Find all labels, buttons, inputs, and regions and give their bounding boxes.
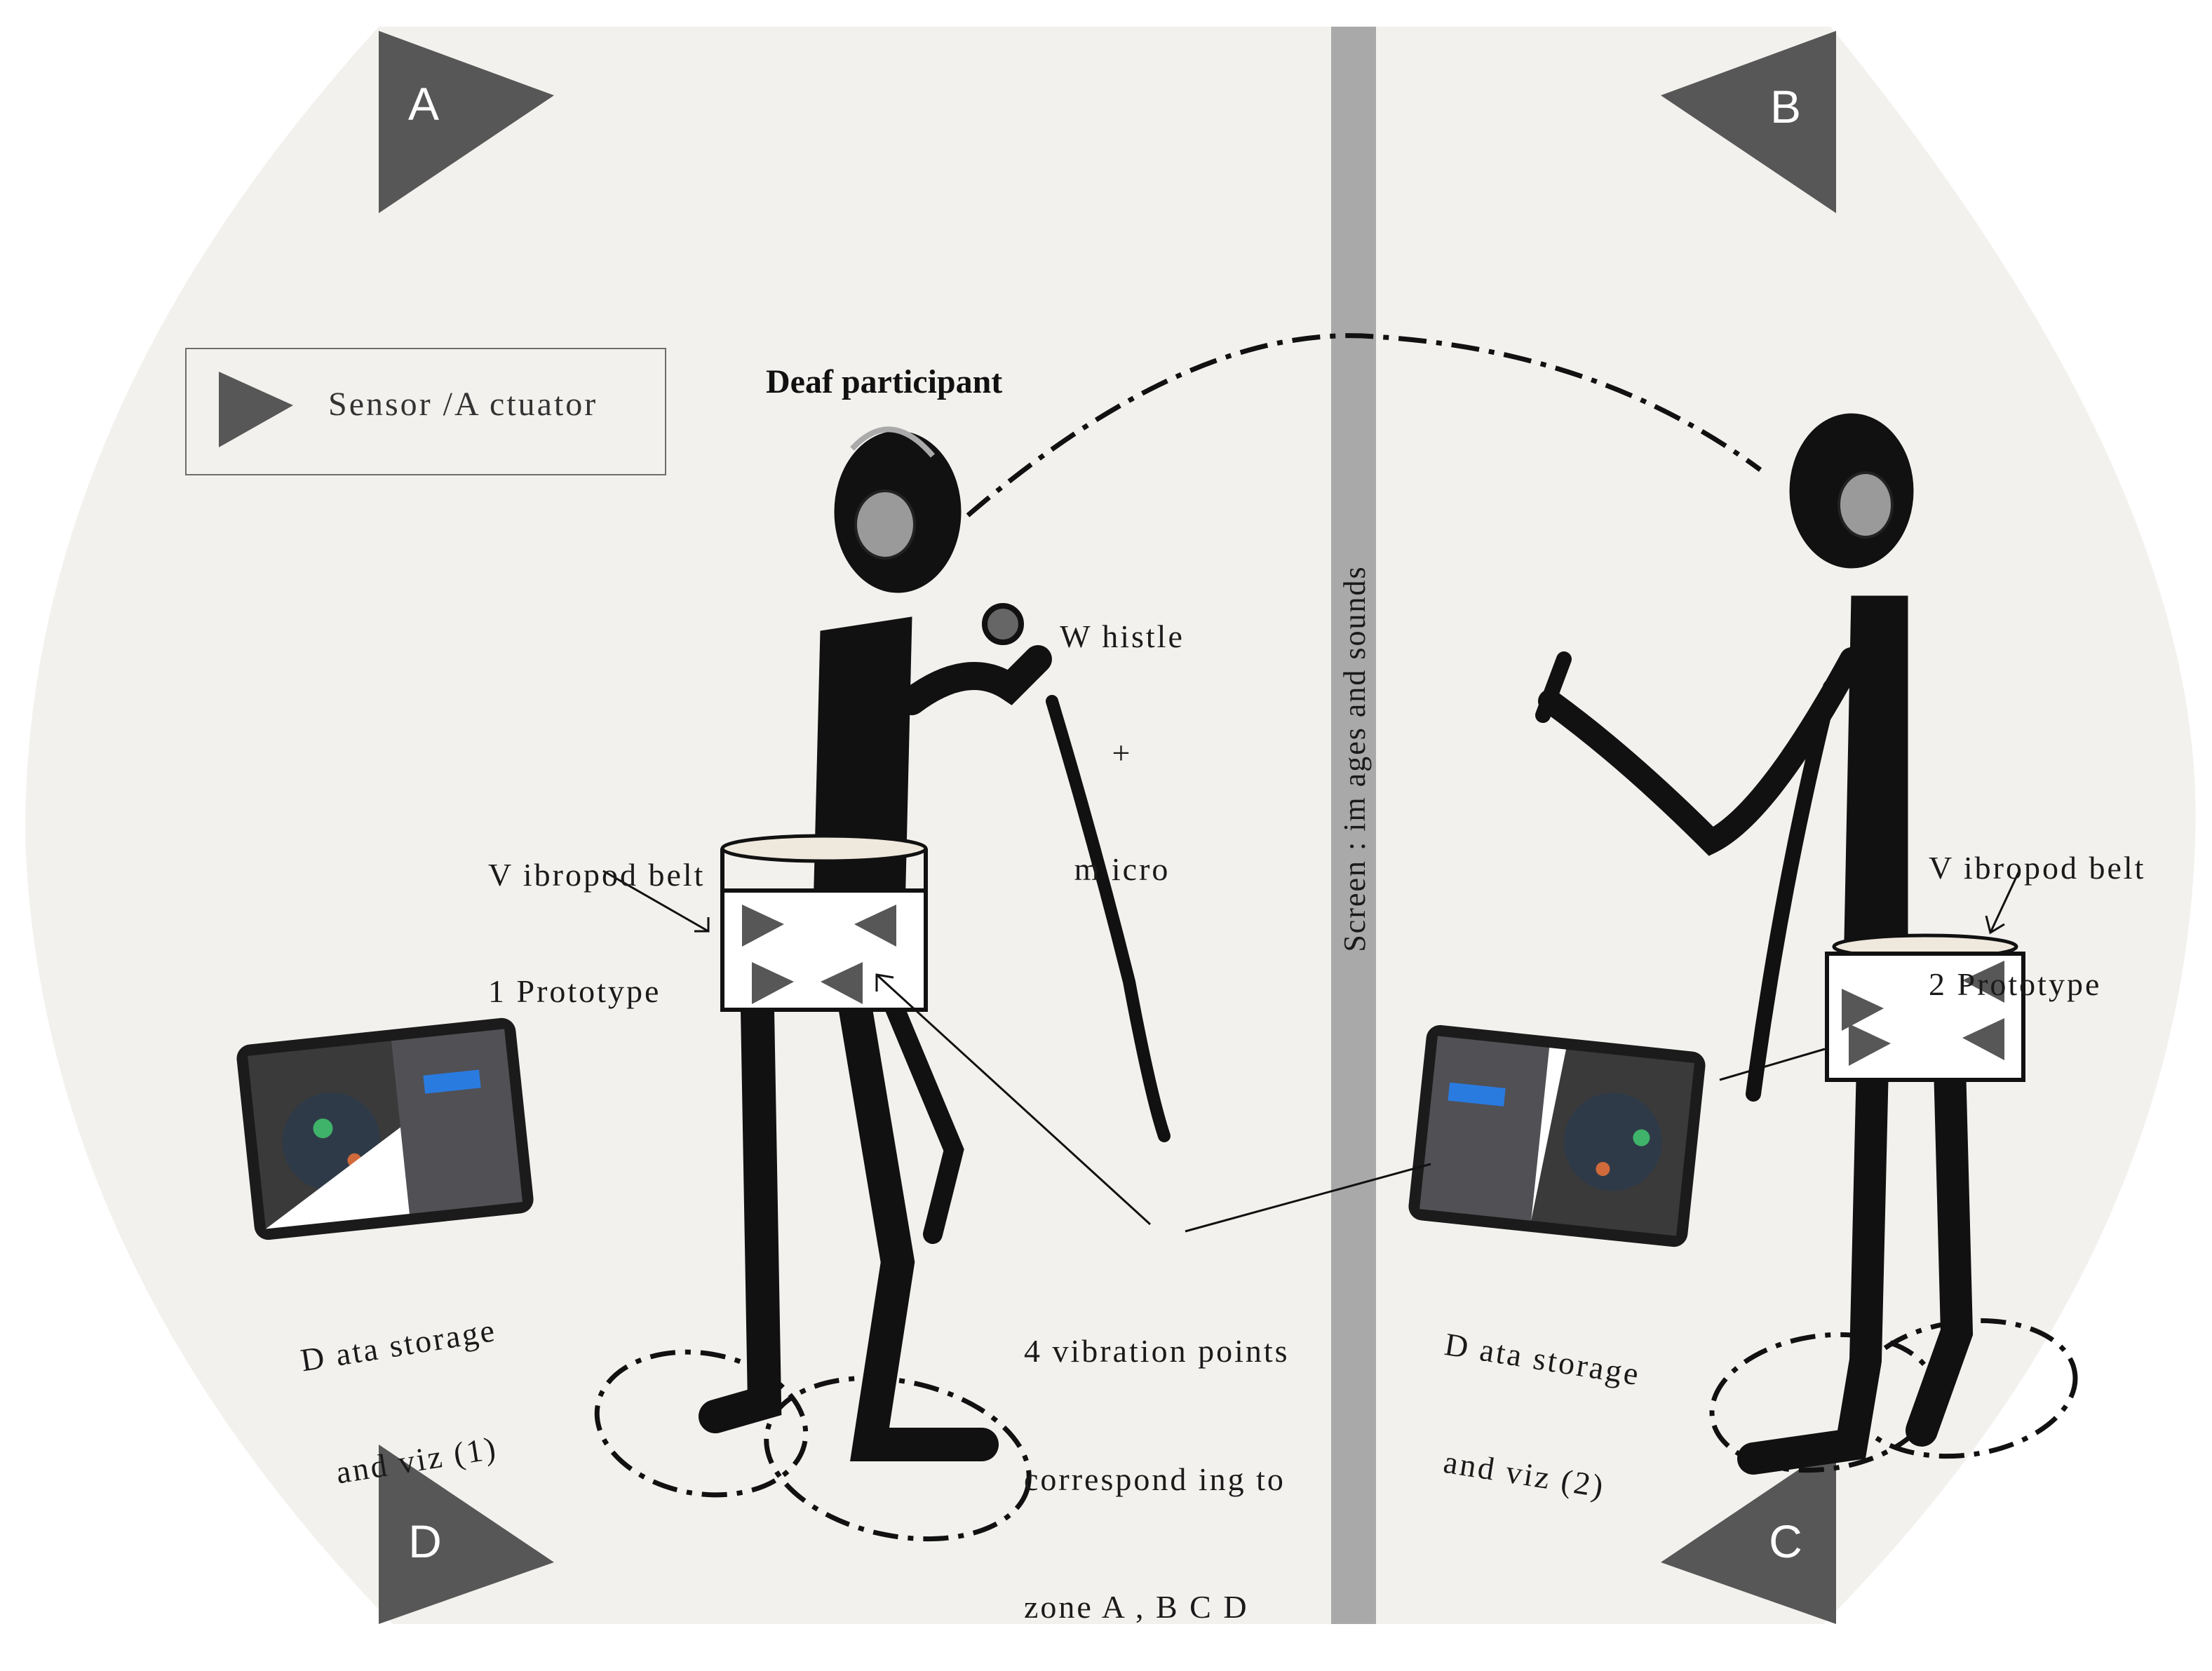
belt-1-line-2: 1 Prototype (488, 973, 661, 1009)
data-2-line-1: D ata storage (1442, 1326, 1643, 1393)
belt2-vibration-b-icon (1962, 961, 2004, 1003)
zone-c-label: C (1769, 1515, 1802, 1567)
whistle-line-1: W histle (1060, 618, 1185, 655)
whistle-label: W histle + m icro (1038, 540, 1206, 927)
data-2-line-2: and viz (2) (1441, 1443, 1608, 1505)
tablet-1-icon (236, 1017, 534, 1240)
belt2-vibration-a-icon (1842, 989, 1884, 1031)
pointer-lines (602, 869, 2021, 1233)
zone-d-label: D (408, 1515, 442, 1567)
data-storage-1-label: D ata storage and viz (1) (286, 1234, 524, 1533)
data-1-line-2: and viz (1) (333, 1429, 500, 1491)
data-1-line-1: D ata storage (298, 1312, 499, 1379)
data-storage-2-label: D ata storage and viz (2) (1418, 1248, 1656, 1547)
zone-b-sensor-icon (1661, 31, 1836, 213)
zone-a-sensor-icon (379, 31, 554, 213)
belt2-vibration-d-icon (1849, 1024, 1891, 1066)
legend-box (185, 348, 666, 475)
belt1-vibration-b-icon (854, 905, 896, 947)
belt-2-line-1: V ibropod belt (1929, 850, 2146, 886)
communication-arc (966, 333, 1762, 517)
legend-triangle-icon (219, 372, 293, 447)
tablet-2-icon (1408, 1024, 1706, 1247)
foot-zones (594, 1318, 2078, 1542)
screen-divider (1331, 27, 1376, 1624)
vibration-line-3: zone A , B C D (1024, 1588, 1249, 1625)
belt1-vibration-d-icon (752, 962, 794, 1004)
legend-label: Sensor /A ctuator (328, 386, 598, 423)
belt2-vibration-c-icon (1962, 1018, 2004, 1060)
screen-label: Screen : im ages and sounds (1337, 565, 1372, 952)
vibropod-belt-2 (1825, 933, 2025, 1082)
deaf-participant-title: Deaf participant (766, 363, 1003, 400)
belt-1-label: V ibropod belt 1 Prototype (488, 778, 705, 1049)
belt1-vibration-c-icon (821, 962, 863, 1004)
vibration-line-2: correspond ing to (1024, 1461, 1286, 1497)
zone-d-sensor-icon (379, 1445, 554, 1624)
belt-1-line-1: V ibropod belt (488, 857, 706, 893)
zone-b-label: B (1769, 81, 1802, 133)
belt1-vibration-a-icon (742, 905, 784, 947)
vibration-line-1: 4 vibration points (1024, 1333, 1290, 1369)
second-participant-figure (1535, 413, 1974, 1475)
belt-2-line-2: 2 Prototype (1929, 966, 2102, 1002)
belt-2-label: V ibropod belt 2 Prototype (1929, 771, 2145, 1042)
zone-a-label: A (407, 78, 440, 130)
whistle-line-3: m icro (1074, 851, 1171, 887)
zone-c-sensor-icon (1661, 1445, 1836, 1624)
whistle-line-2: + (1112, 734, 1133, 771)
vibration-points-label: 4 vibration points correspond ing to zon… (1024, 1245, 1290, 1671)
